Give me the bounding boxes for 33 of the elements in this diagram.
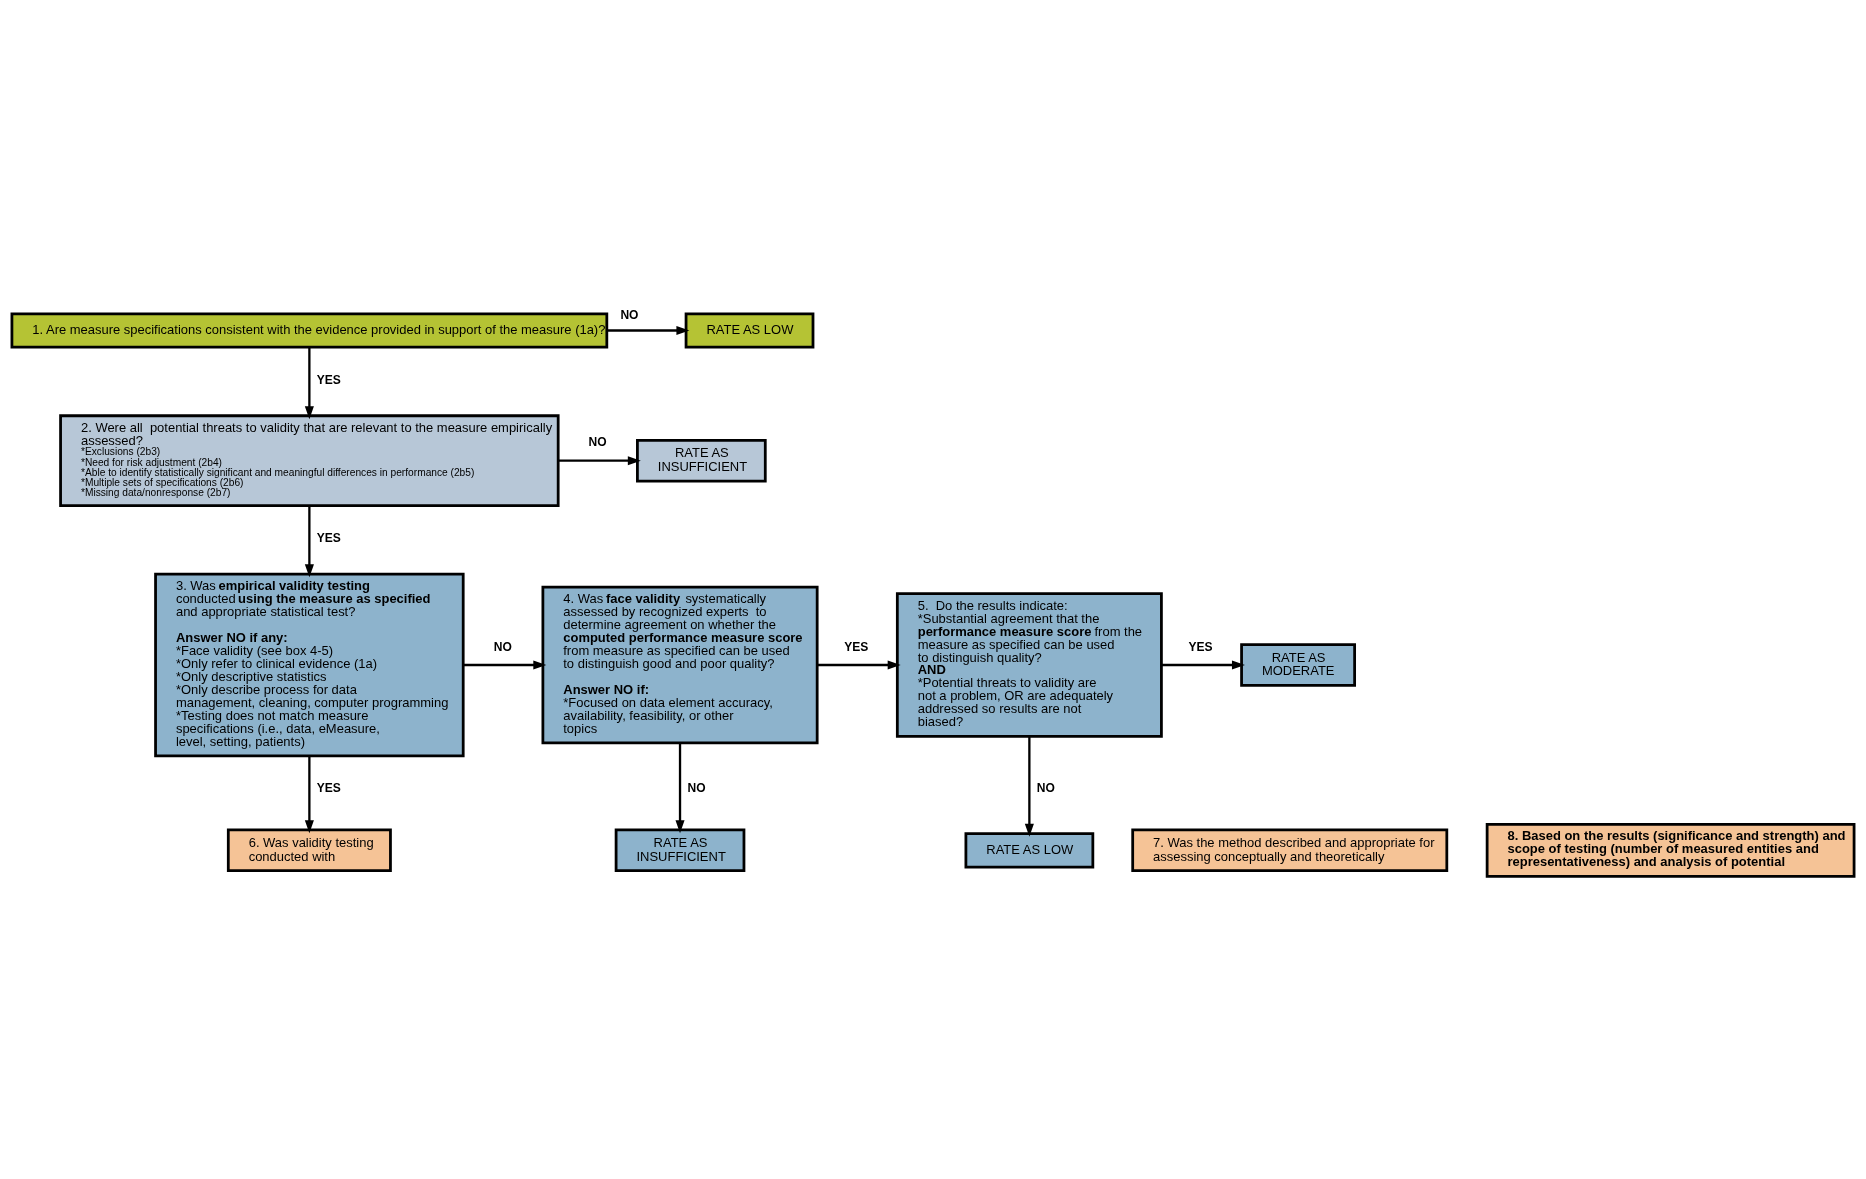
edge-label: NO — [687, 781, 706, 796]
edge-label: NO — [620, 307, 639, 322]
arrow — [1161, 660, 1245, 670]
arrow — [675, 742, 685, 834]
node-box: RATE AS INSUFFICIENT — [614, 828, 746, 873]
node-box: 4. Was face validity systematically assessed by recognized experts to determine agreement on whether the computed performance measure score from measure as specified can be used to distinguish good and poor quality? Answer NO if: *Focused on data element accuracy, availability, feasibility, or other topics — [541, 585, 819, 745]
arrow — [463, 660, 547, 670]
node-box: RATE AS LOW — [684, 312, 815, 349]
arrow — [304, 505, 314, 578]
node-box: 1. Are measure specifications consistent with the evidence provided in support of the measure (1a)? — [10, 312, 609, 349]
edge-label: YES — [844, 639, 869, 654]
edge-label: YES — [316, 372, 341, 387]
arrow — [607, 325, 690, 336]
edge-label: NO — [1036, 781, 1055, 796]
arrow — [304, 756, 314, 834]
node-box: RATE AS MODERATE — [1240, 643, 1356, 687]
node-box: RATE AS INSUFFICIENT — [636, 438, 767, 483]
node-box: RATE AS LOW — [964, 832, 1095, 869]
edge-label: NO — [493, 639, 512, 654]
node-box: 5. Do the results indicate: *Substantial agreement that the performance measure score from the measure as specified can be used to distinguish quality? AND *Potential threats to validity are not a problem, OR are adequately addressed so results are not biased? — [895, 592, 1163, 738]
edge-label: YES — [316, 531, 341, 546]
node-box: 8. Based on the results (significance and strength) and scope of testing (number of measured entities and representativeness) and analysis of potential — [1485, 823, 1856, 878]
edge-label: YES — [316, 781, 341, 796]
arrow — [558, 456, 641, 466]
node-box: 7. Was the method described and appropriate for assessing conceptually and theoretically — [1131, 828, 1449, 873]
node-box: 3. Was empirical validity testing conducted using the measure as specified and appropriate statistical test? Answer NO if any: *Face validity (see box 4-5) *Only refer to clinical evidence (1a) *Only descriptive statistics *Only describe process for data management, cleaning, computer programming *Testing does not match measure specifications (i.e., data, eMeasure, level, setting, patients) — [154, 572, 465, 758]
node-box: 2. Were all potential threats to validity that are relevant to the measure empirically assessed? *Exclusions (2b3) *Need for risk adjustment (2b4) *Able to identify statistically significant and meaningful differences in performance (2b5) *Multiple sets of specifications (2b6) *Missing data/nonresponse (2b7) — [59, 414, 560, 508]
edge-label: YES — [1188, 639, 1213, 654]
arrow — [1024, 736, 1034, 837]
arrow — [304, 347, 314, 420]
node-box: 6. Was validity testing conducted with — [226, 828, 392, 873]
arrow — [817, 660, 901, 670]
edge-label: NO — [588, 435, 607, 450]
